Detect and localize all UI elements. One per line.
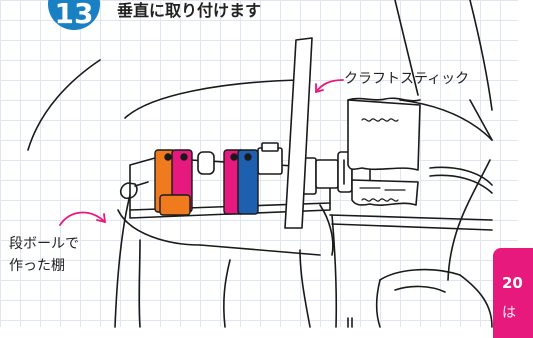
step-title: 垂直に取り付けます xyxy=(117,1,262,20)
cardboard-shelf-label-line2: 作った棚 xyxy=(9,258,65,274)
page-tab-text: は xyxy=(502,305,516,321)
line-drawing xyxy=(27,0,493,328)
orange-pink-block xyxy=(154,149,193,216)
step-number-badge: 13 xyxy=(48,0,100,30)
pink-blue-block xyxy=(223,149,259,215)
craft-stick-outline xyxy=(284,37,313,229)
pointer-arrow-craft-stick xyxy=(315,79,344,93)
pointer-arrow-shelf xyxy=(59,211,106,226)
cardboard-shelf-label: 段ボールで 作った棚 xyxy=(9,233,79,277)
craft-stick-label: クラフトスティック xyxy=(344,71,470,87)
back-panel-outline xyxy=(27,59,101,151)
step-number: 13 xyxy=(54,0,94,30)
page-side-tab: 20 は xyxy=(493,248,533,338)
cardboard-shelf-label-line1: 段ボールで xyxy=(9,236,79,252)
page-tab-number: 20 xyxy=(502,274,523,292)
